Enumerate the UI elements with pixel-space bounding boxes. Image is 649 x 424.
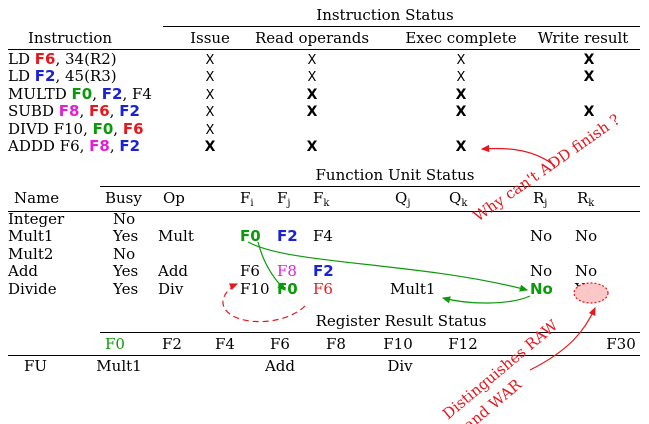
status-mark: X [307, 53, 317, 68]
col-header-write-result: Write result [537, 29, 629, 47]
status-mark: X [205, 87, 215, 103]
fu-header-name: Name [14, 189, 60, 207]
fu-cell-name: Integer [8, 210, 65, 228]
fu-cell-rj: No [530, 279, 553, 298]
fu-cell-busy: Yes [113, 262, 139, 281]
fu-cell-rj: No [530, 262, 553, 281]
register-f2: F2 [162, 335, 182, 353]
fu-cell-op: Mult [158, 227, 194, 246]
register-f12: F12 [448, 335, 478, 353]
status-mark: X [205, 122, 215, 138]
status-mark: X [205, 105, 215, 121]
register-f10: F10 [383, 335, 413, 353]
fu-header-rule [8, 211, 640, 212]
distinguishes-arrow [529, 306, 596, 371]
fu-header-fj: Fj [277, 189, 291, 210]
fu-title-rule [100, 186, 640, 187]
status-mark: X [455, 139, 467, 155]
fu-header-qk: Qk [449, 189, 468, 210]
reg-title-rule [100, 332, 640, 333]
instruction-text: DIVD F10, F0, F6 [8, 119, 144, 138]
col-header-read-operands: Read operands [254, 29, 370, 47]
status-mark: X [204, 139, 216, 155]
header-rule [8, 49, 640, 50]
fu-cell-rj: No [530, 227, 553, 246]
why-add-note: Why can't ADD finish ? [470, 110, 623, 225]
fu-cell-fi: F0 [240, 227, 261, 246]
fu-header-fi: Fi [240, 189, 254, 210]
fu-cell-fj: F2 [277, 227, 298, 246]
fu-cell-name: Mult2 [8, 244, 54, 263]
fu-cell-busy: Yes [113, 279, 139, 298]
register-f4: F4 [215, 335, 235, 353]
status-mark: X [456, 53, 466, 68]
fu-cell-fk: F2 [313, 262, 334, 281]
status-mark: X [583, 69, 595, 86]
instruction-status-title: Instruction Status [316, 6, 454, 24]
function-unit-status-title: Function Unit Status [315, 166, 475, 184]
fu-cell-busy: No [113, 244, 136, 263]
status-mark: X [455, 104, 467, 121]
f0-to-fj-arrow [257, 241, 286, 291]
register-f30: F30 [606, 335, 636, 353]
fu-cell-fi: F6 [240, 262, 260, 281]
status-mark: X [205, 53, 215, 68]
instruction-text: ADDD F6, F8, F2 [8, 137, 141, 155]
f6-war-arrow [222, 283, 306, 323]
instruction-text: SUBD F8, F6, F2 [8, 102, 140, 121]
register-f0: F0 [105, 335, 125, 353]
fu-cell-busy: Yes [113, 227, 139, 246]
register-fu-value: Div [387, 357, 413, 375]
fu-header-rk: Rk [577, 189, 595, 210]
status-mark: X [205, 70, 215, 86]
col-header-issue: Issue [190, 29, 230, 47]
f0-to-rj-arrow [247, 241, 529, 292]
status-mark: X [306, 86, 318, 103]
register-f6: F6 [270, 335, 290, 353]
why-add-arrow [480, 144, 556, 167]
status-mark: X [306, 139, 318, 155]
fu-header-qj: Qj [395, 189, 411, 210]
status-mark: X [583, 104, 595, 121]
fu-cell-name: Mult1 [8, 227, 54, 246]
fu-cell-rk: No [575, 227, 598, 246]
fu-cell-busy: No [113, 210, 136, 228]
fu-cell-fi: F10 [240, 279, 270, 298]
status-mark: X [306, 104, 318, 121]
fu-cell-name: Add [8, 262, 39, 281]
register-result-status-title: Register Result Status [315, 312, 487, 330]
fu-cell-name: Divide [8, 279, 57, 298]
instruction-text: LD F2, 45(R3) [8, 67, 117, 86]
register-fu-value: Add [264, 357, 296, 375]
register-fu-value: Mult1 [96, 357, 142, 375]
register-f8: F8 [326, 335, 346, 353]
status-mark: X [307, 70, 317, 86]
rj-to-qj-arrow [441, 295, 531, 304]
fu-cell-fj: F8 [277, 262, 297, 281]
status-mark: X [456, 70, 466, 86]
fu-cell-rk: No [575, 262, 598, 281]
fu-row-label: FU [24, 357, 48, 375]
instruction-text: LD F6, 34(R2) [8, 50, 117, 68]
fu-cell-fk: F4 [313, 227, 333, 246]
reg-header-rule [8, 355, 640, 356]
fu-header-busy: Busy [105, 189, 142, 207]
col-header-instruction: Instruction [28, 29, 113, 47]
col-header-exec-complete: Exec complete [405, 29, 517, 47]
fu-header-rj: Rj [533, 189, 548, 210]
title-rule [163, 26, 640, 27]
fu-header-op: Op [163, 189, 185, 207]
status-mark: X [583, 52, 595, 68]
fu-cell-qj: Mult1 [390, 279, 436, 298]
fu-header-fk: Fk [313, 189, 330, 210]
fu-cell-op: Div [158, 279, 184, 298]
rk-yes-highlight [573, 282, 609, 304]
fu-cell-fk: F6 [313, 279, 333, 298]
instruction-text: MULTD F0, F2, F4 [8, 84, 152, 103]
fu-cell-op: Add [158, 262, 189, 281]
status-mark: X [455, 86, 467, 103]
